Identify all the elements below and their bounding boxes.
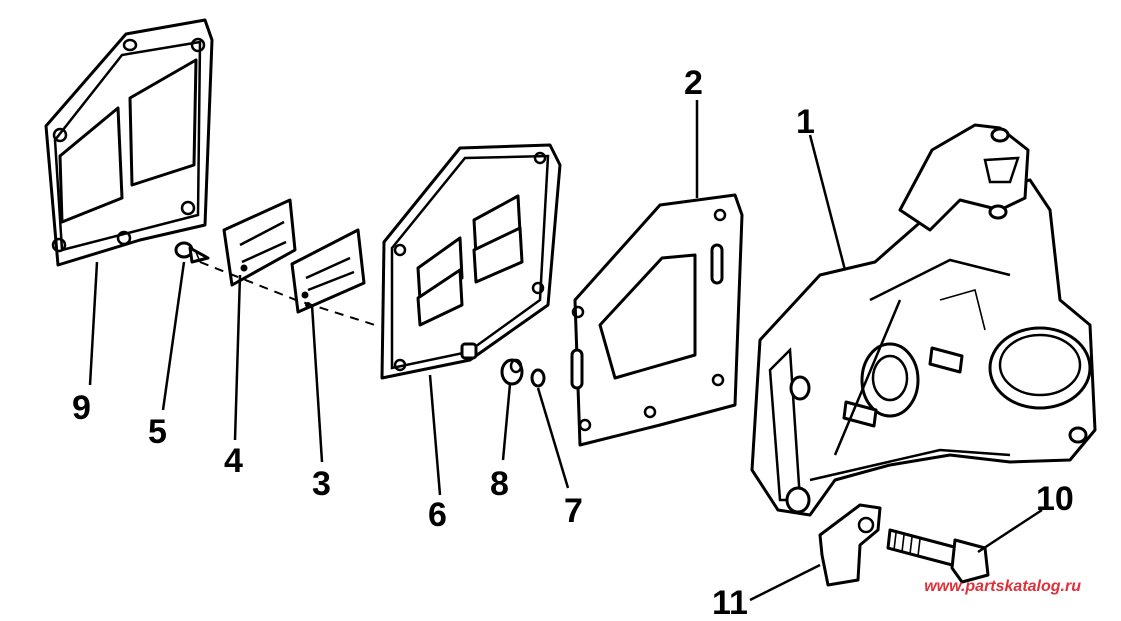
- part-5-screw: [174, 241, 210, 264]
- part-3-reed: [290, 228, 366, 314]
- leader-lines: [88, 100, 1043, 602]
- callout-7: 7: [564, 492, 583, 530]
- part-8-spacer: [500, 358, 524, 386]
- part-9-gasket: [44, 18, 214, 267]
- part-11-clip: [818, 503, 882, 587]
- callout-10: 10: [1036, 480, 1074, 518]
- callout-3: 3: [312, 465, 331, 503]
- callout-11: 11: [712, 584, 748, 621]
- callout-5: 5: [148, 413, 167, 451]
- assembly-line: [199, 261, 376, 326]
- watermark-text: www.partskatalog.ru: [924, 578, 1081, 595]
- callout-labels: 1 2 3 4 5 6 7 8 9 10 11: [72, 64, 1074, 621]
- callout-2: 2: [684, 64, 703, 102]
- part-4-reed-stop: [222, 198, 297, 287]
- callout-4: 4: [224, 442, 243, 480]
- callout-6: 6: [428, 496, 447, 534]
- callout-8: 8: [490, 465, 509, 503]
- part-10-bolt: [886, 528, 990, 584]
- part-7-washer: [530, 368, 546, 388]
- callout-1: 1: [796, 103, 815, 141]
- part-6-reed-block: [380, 143, 562, 380]
- part-2-gasket: [570, 193, 744, 447]
- callout-9: 9: [72, 389, 91, 427]
- part-1-housing: [750, 123, 1097, 517]
